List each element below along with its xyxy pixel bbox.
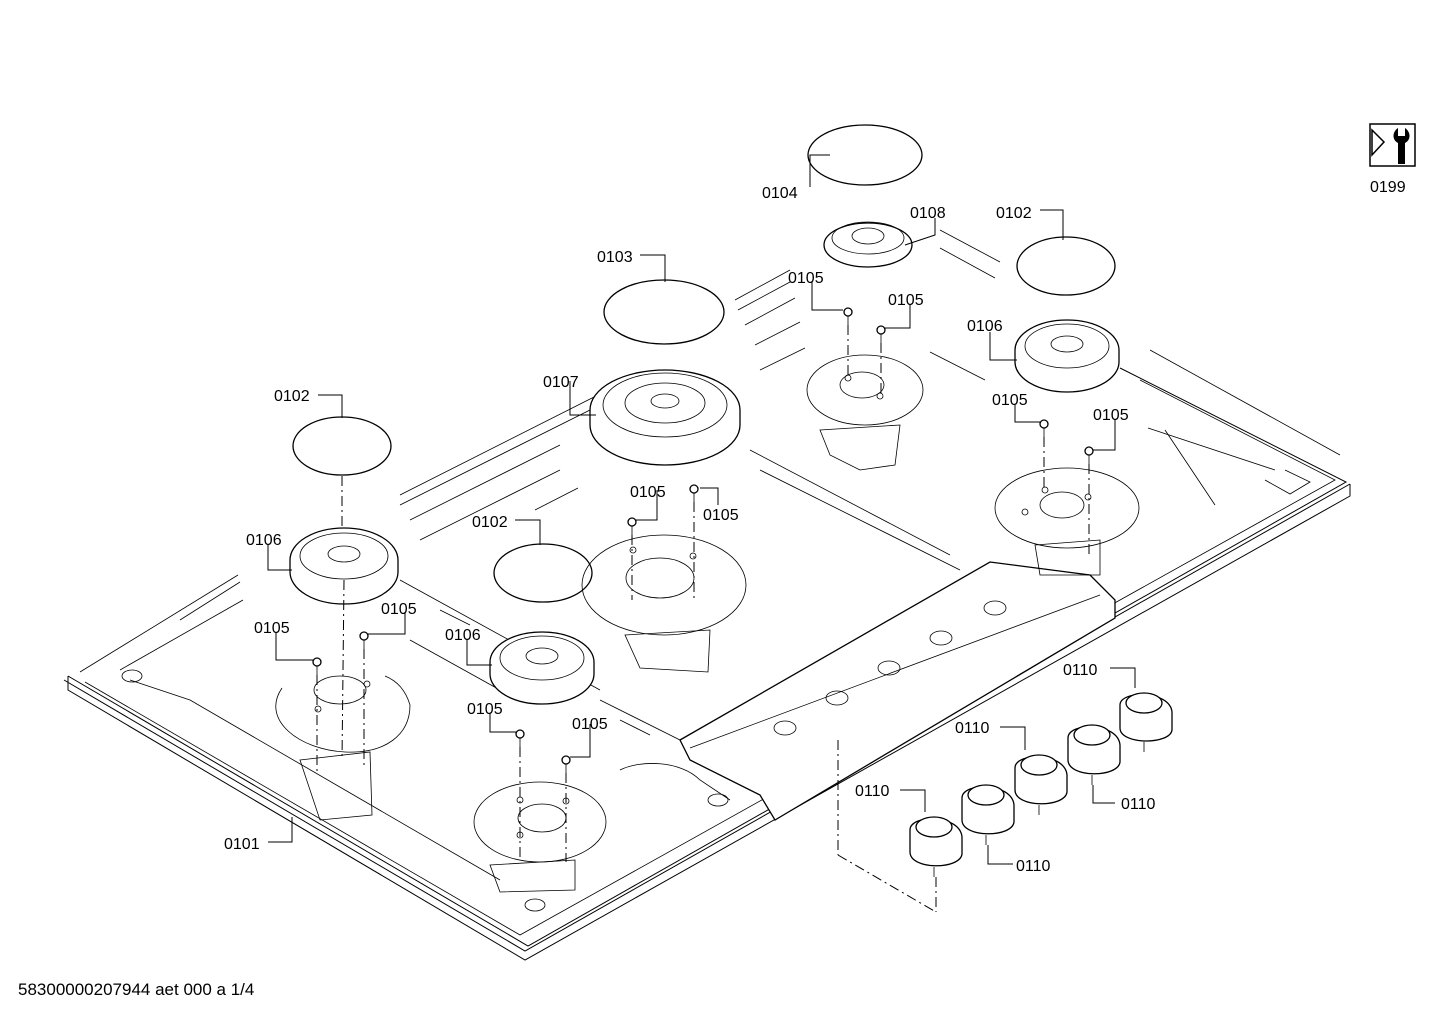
callout-0110-e: 0110 [1016, 858, 1051, 875]
callout-0110-a: 0110 [1063, 662, 1098, 679]
base-upper-mid [806, 354, 924, 471]
base-center [581, 534, 747, 673]
service-wrench-icon [1369, 123, 1416, 167]
callout-0102-center: 0102 [472, 514, 508, 531]
cap-0102-left [292, 416, 392, 476]
callout-0105-center-a: 0105 [630, 484, 666, 501]
callout-0103: 0103 [597, 249, 633, 266]
burner-bases [275, 354, 1140, 893]
base-left [275, 675, 411, 821]
callout-0105-mid-b: 0105 [888, 292, 924, 309]
crown-0106-center [489, 631, 595, 705]
callout-0106-right: 0106 [967, 318, 1003, 335]
callout-0105-mid-a: 0105 [788, 270, 824, 287]
callout-0105-low-a: 0105 [467, 701, 503, 718]
cap-0103 [603, 279, 725, 345]
callout-0105-left-b: 0105 [254, 620, 290, 637]
callout-0105-low-b: 0105 [572, 716, 608, 733]
callout-0110-d: 0110 [855, 783, 890, 800]
crown-0106-left [289, 527, 399, 605]
control-knobs [909, 692, 1173, 877]
callout-0108: 0108 [910, 205, 946, 222]
knob-4 [961, 784, 1015, 845]
callout-0102-left: 0102 [274, 388, 310, 405]
assembly-axes [316, 325, 1090, 913]
crown-0107 [589, 369, 741, 466]
callout-0102-right: 0102 [996, 205, 1032, 222]
callout-0104: 0104 [762, 185, 798, 202]
callout-0105-right-a: 0105 [992, 392, 1028, 409]
service-icon-label: 0199 [1370, 179, 1406, 196]
control-panel-strip [524, 561, 1116, 912]
callout-0106-center: 0106 [445, 627, 481, 644]
knob-5 [909, 816, 963, 877]
cap-0102-right [1016, 236, 1116, 296]
callout-0107: 0107 [543, 374, 579, 391]
screws [312, 307, 1094, 773]
document-reference: 58300000207944 aet 000 a 1/4 [18, 980, 255, 999]
callout-0106-left: 0106 [246, 532, 282, 549]
cap-0102-center [493, 543, 593, 603]
crown-0108 [823, 221, 913, 268]
knob-3 [1014, 754, 1068, 815]
cap-0104 [807, 124, 923, 186]
callout-0101: 0101 [224, 836, 260, 853]
callout-0105-left-a: 0105 [381, 601, 417, 618]
callout-0105-center-b: 0105 [703, 507, 739, 524]
callout-0110-b: 0110 [955, 720, 990, 737]
base-right [994, 467, 1140, 576]
burner-caps [292, 124, 1116, 603]
callout-0105-right-b: 0105 [1093, 407, 1129, 424]
knob-1 [1119, 692, 1173, 752]
crown-0106-right [1014, 319, 1120, 393]
burner-crowns [289, 221, 1120, 705]
callout-0110-c: 0110 [1121, 796, 1156, 813]
knob-2 [1067, 724, 1121, 785]
base-lower [473, 781, 607, 893]
leader-lines [267, 154, 1136, 865]
callout-labels: 0104 0108 0102 0103 0105 0105 0106 0107 … [224, 185, 1156, 875]
